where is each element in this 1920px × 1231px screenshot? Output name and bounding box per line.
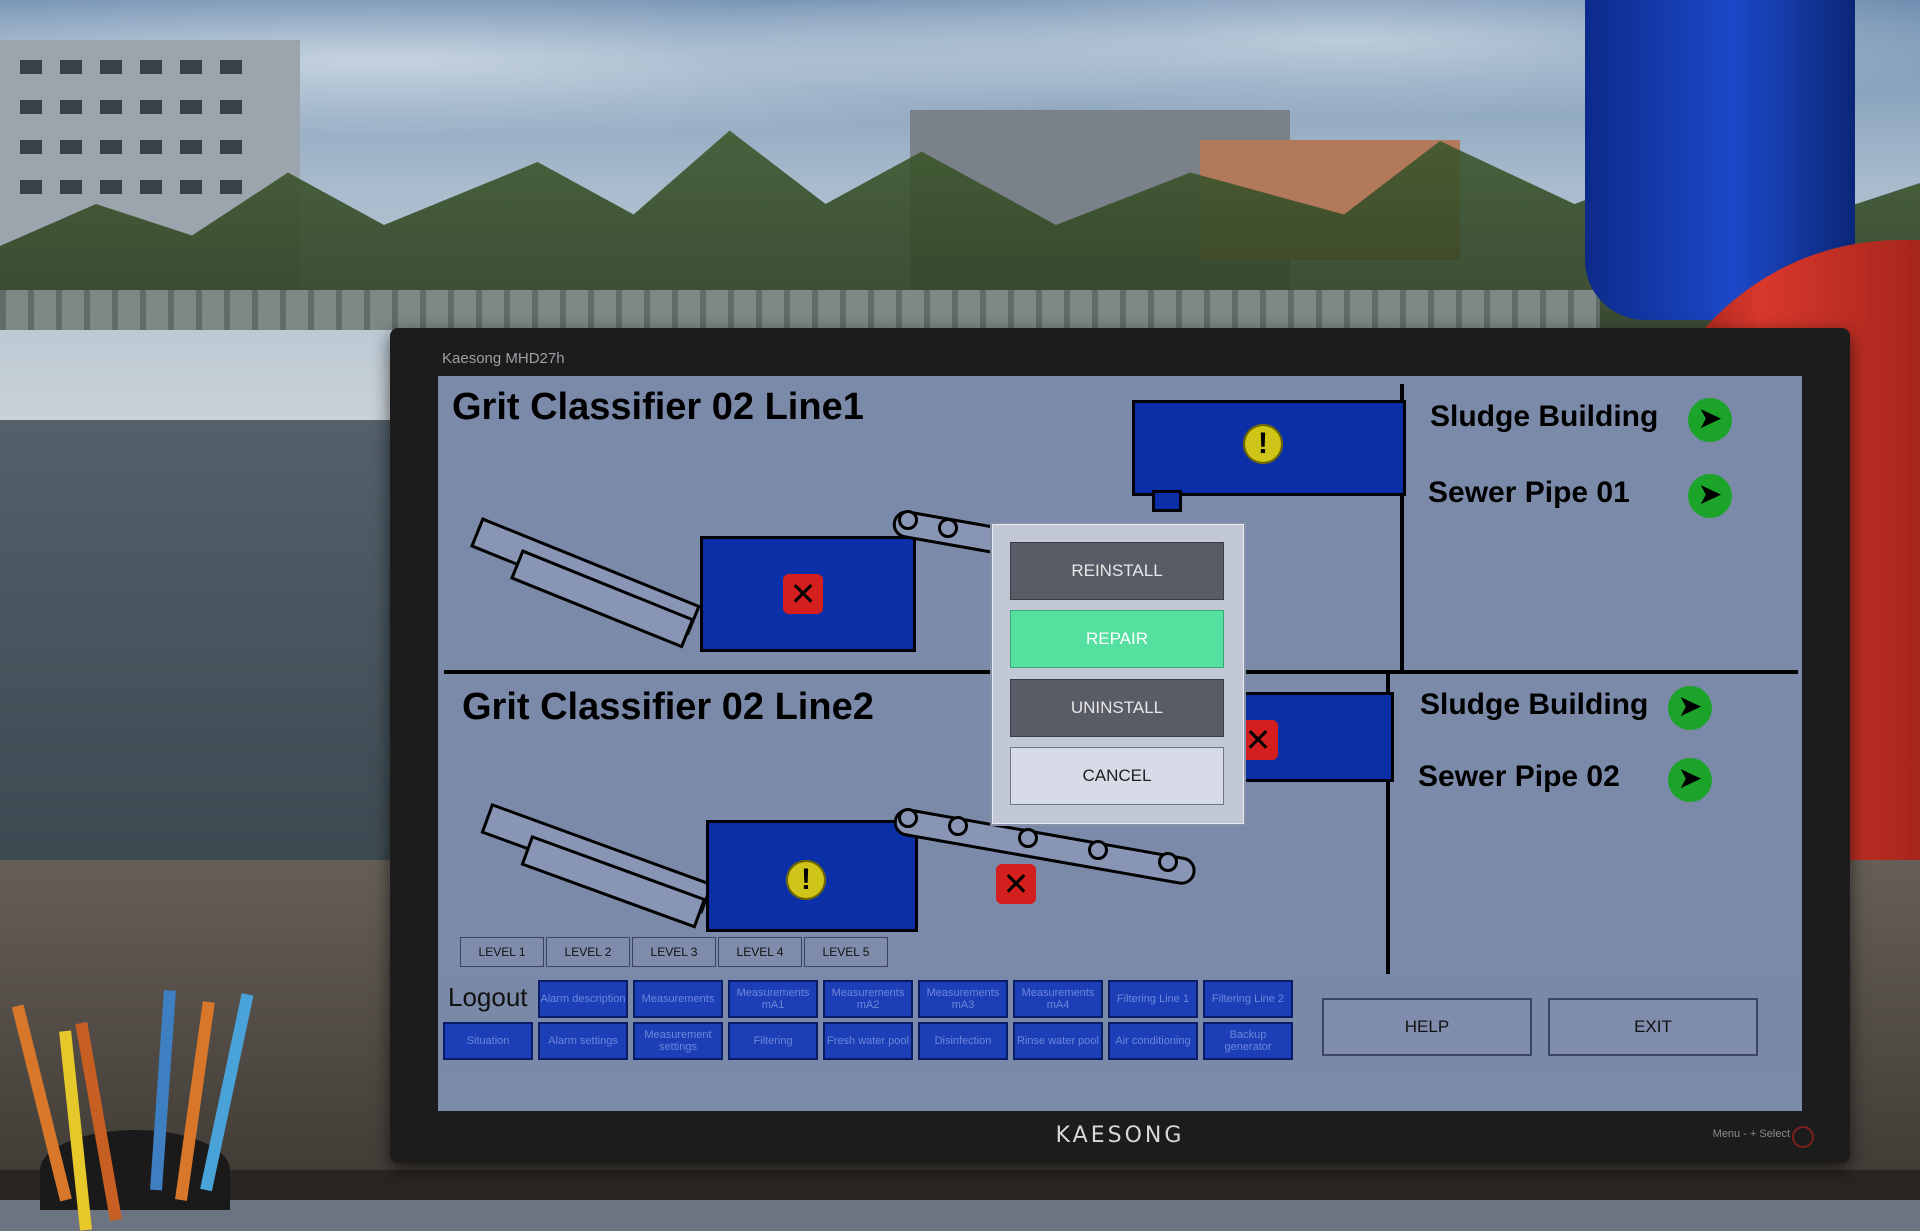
monitor-brand-logo: KAESONG	[1055, 1123, 1185, 1148]
conveyor-roller	[1158, 852, 1178, 872]
repair-button[interactable]: REPAIR	[1010, 610, 1224, 668]
conveyor-roller	[948, 816, 968, 836]
line2-dest-sludge-building: Sludge Building	[1420, 688, 1649, 721]
component-action-dialog: REINSTALL REPAIR UNINSTALL CANCEL	[990, 522, 1246, 826]
exit-button[interactable]: EXIT	[1548, 998, 1758, 1056]
reinstall-button[interactable]: REINSTALL	[1010, 542, 1224, 600]
nav-backup-generator[interactable]: Backup generator	[1203, 1022, 1293, 1060]
line2-dest-sewer-pipe: Sewer Pipe 02	[1418, 760, 1620, 793]
fault-icon[interactable]: ✕	[783, 574, 823, 614]
monitor: Kaesong MHD27h Grit Classifier 02 Line1 …	[390, 328, 1850, 1163]
conveyor-roller	[1088, 840, 1108, 860]
fault-icon[interactable]: ✕	[996, 864, 1036, 904]
conveyor-roller	[938, 518, 958, 538]
conveyor-roller	[898, 808, 918, 828]
conveyor-roller	[898, 510, 918, 530]
conveyor-roller	[1018, 828, 1038, 848]
nav-alarm-settings[interactable]: Alarm settings	[538, 1022, 628, 1060]
nav-disinfection[interactable]: Disinfection	[918, 1022, 1008, 1060]
line2-title: Grit Classifier 02 Line2	[462, 686, 874, 728]
nav-filtering[interactable]: Filtering	[728, 1022, 818, 1060]
desk-edge	[0, 1170, 1920, 1200]
nav-measurement-settings[interactable]: Measurement settings	[633, 1022, 723, 1060]
go-sewer-pipe-01-arrow-icon[interactable]: ➤	[1688, 474, 1732, 518]
nav-measurements-ma4[interactable]: Measurements mA4	[1013, 980, 1103, 1018]
logout-button[interactable]: Logout	[448, 982, 528, 1012]
nav-alarm-description[interactable]: Alarm description	[538, 980, 628, 1018]
nav-filtering-line-1[interactable]: Filtering Line 1	[1108, 980, 1198, 1018]
cancel-button[interactable]: CANCEL	[1010, 747, 1224, 805]
tab-level-4[interactable]: LEVEL 4	[718, 937, 802, 967]
nav-fresh-water-pool[interactable]: Fresh water pool	[823, 1022, 913, 1060]
power-icon[interactable]	[1792, 1126, 1814, 1148]
panel-divider	[1400, 384, 1404, 674]
nav-rinse-water-pool[interactable]: Rinse water pool	[1013, 1022, 1103, 1060]
tab-level-5[interactable]: LEVEL 5	[804, 937, 888, 967]
nav-measurements-ma1[interactable]: Measurements mA1	[728, 980, 818, 1018]
go-sludge-building-arrow-icon[interactable]: ➤	[1668, 686, 1712, 730]
help-button[interactable]: HELP	[1322, 998, 1532, 1056]
alert-icon[interactable]: !	[1243, 424, 1283, 464]
tab-level-1[interactable]: LEVEL 1	[460, 937, 544, 967]
go-sewer-pipe-02-arrow-icon[interactable]: ➤	[1668, 758, 1712, 802]
container-outlet	[1152, 490, 1182, 512]
fence-railing	[0, 290, 1600, 330]
tab-level-3[interactable]: LEVEL 3	[632, 937, 716, 967]
line2-classifier-unit[interactable]	[706, 820, 918, 932]
go-sludge-building-arrow-icon[interactable]: ➤	[1688, 398, 1732, 442]
settling-basin	[0, 420, 400, 860]
line1-title: Grit Classifier 02 Line1	[452, 386, 864, 428]
nav-air-conditioning[interactable]: Air conditioning	[1108, 1022, 1198, 1060]
panel-divider	[1386, 672, 1390, 974]
nav-measurements[interactable]: Measurements	[633, 980, 723, 1018]
line1-dest-sludge-building: Sludge Building	[1430, 400, 1659, 433]
nav-measurements-ma2[interactable]: Measurements mA2	[823, 980, 913, 1018]
nav-situation[interactable]: Situation	[443, 1022, 533, 1060]
scada-screen: Grit Classifier 02 Line1 ✕ ! Sludge Buil…	[438, 376, 1802, 1111]
nav-measurements-ma3[interactable]: Measurements mA3	[918, 980, 1008, 1018]
bottom-navigation: Logout Alarm description Measurements Me…	[440, 974, 1800, 1074]
alert-icon[interactable]: !	[786, 860, 826, 900]
tab-level-2[interactable]: LEVEL 2	[546, 937, 630, 967]
monitor-controls[interactable]: Menu - + Select	[1712, 1128, 1790, 1140]
line1-dest-sewer-pipe: Sewer Pipe 01	[1428, 476, 1630, 509]
monitor-model-label: Kaesong MHD27h	[442, 350, 565, 367]
uninstall-button[interactable]: UNINSTALL	[1010, 679, 1224, 737]
nav-filtering-line-2[interactable]: Filtering Line 2	[1203, 980, 1293, 1018]
